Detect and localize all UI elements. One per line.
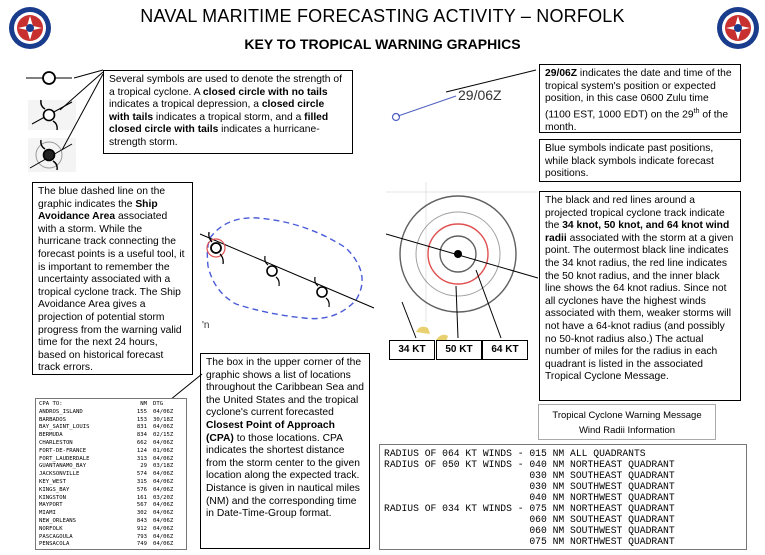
forecast-position-symbol xyxy=(264,255,280,287)
tropical-depression-symbol xyxy=(26,71,72,85)
storm-symbols-graphic xyxy=(26,69,104,172)
message-line: 030 NM SOUTHWEST QUADRANT xyxy=(384,481,675,492)
hurricane-symbol xyxy=(28,138,76,172)
message-line: 075 NM NORTHWEST QUADRANT xyxy=(384,536,675,547)
page-subtitle: KEY TO TROPICAL WARNING GRAPHICS xyxy=(244,36,521,52)
page-title: NAVAL MARITIME FORECASTING ACTIVITY – NO… xyxy=(140,6,625,26)
message-line: 030 NM SOUTHEAST QUADRANT xyxy=(384,470,675,481)
message-line: RADIUS OF 050 KT WINDS - 040 NM NORTHEAS… xyxy=(384,459,675,470)
date-time-box: 29/06Z indicates the date and time of th… xyxy=(539,64,741,133)
radius-64kt-line xyxy=(439,235,477,273)
cpa-box: The box in the upper corner of the graph… xyxy=(200,353,370,549)
label-50kt: 50 KT xyxy=(436,340,482,360)
navy-seal-left-icon xyxy=(9,7,51,49)
label-64kt: 64 KT xyxy=(482,340,528,360)
radius-34kt-line xyxy=(399,195,517,313)
ship-avoidance-area-line xyxy=(206,217,363,320)
label-34kt: 34 KT xyxy=(389,340,435,360)
ship-avoidance-box: The blue dashed line on the graphic indi… xyxy=(32,182,193,375)
wind-radii-message: RADIUS OF 064 KT WINDS - 015 NM ALL QUAD… xyxy=(379,444,747,550)
forecast-track-line xyxy=(199,233,375,309)
message-line: RADIUS OF 064 KT WINDS - 015 NM ALL QUAD… xyxy=(384,448,646,459)
current-position-symbol xyxy=(206,231,226,265)
message-caption: Tropical Cyclone Warning Message Wind Ra… xyxy=(538,404,716,440)
cpa-header-row: CPA TO: NM DTG xyxy=(39,401,164,407)
wind-radii-graphic xyxy=(386,182,538,342)
table-row: ROOSEVELT_ROADS502/09Z xyxy=(39,549,183,550)
date-time-graphic: 29/06Z xyxy=(391,69,537,122)
map-fragment-label: 'n xyxy=(202,320,209,331)
radius-50kt-line xyxy=(427,223,489,285)
dtg-graphic-label: 29/06Z xyxy=(458,87,502,103)
ship-avoidance-graphic: 'n xyxy=(199,217,375,331)
track-line xyxy=(386,233,538,279)
storm-symbols-box: Several symbols are used to denote the s… xyxy=(103,70,353,154)
wind-radii-box: The black and red lines around a project… xyxy=(539,191,741,401)
storm-center xyxy=(454,250,462,258)
message-line: 040 NM NORTHWEST QUADRANT xyxy=(384,492,675,503)
message-line: RADIUS OF 034 KT WINDS - 075 NM NORTHEAS… xyxy=(384,503,675,514)
cpa-pointer-line xyxy=(169,373,203,401)
symbol-color-box: Blue symbols indicate past positions, wh… xyxy=(539,139,741,182)
tropical-storm-symbol xyxy=(28,99,76,131)
message-line: 060 NM SOUTHWEST QUADRANT xyxy=(384,525,675,536)
message-line: 060 NM SOUTHEAST QUADRANT xyxy=(384,514,675,525)
forecast-position-symbol xyxy=(314,276,330,308)
navy-seal-right-icon xyxy=(717,7,759,49)
